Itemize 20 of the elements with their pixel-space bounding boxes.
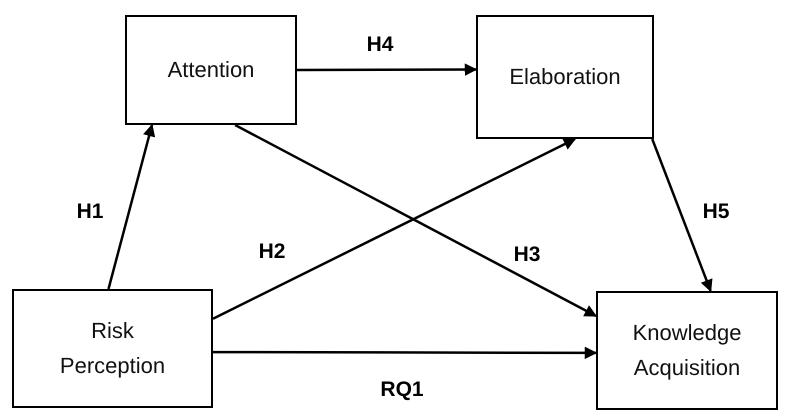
edge-label: H5 [702, 200, 730, 224]
arrow [107, 124, 156, 290]
concept-label: Risk Perception [58, 317, 166, 380]
edge-label: H4 [366, 33, 394, 57]
concept-label: Knowledge Acquisition [632, 319, 742, 382]
arrow [212, 138, 576, 320]
edge-label: H1 [76, 200, 104, 224]
concept-box [596, 291, 778, 410]
arrow [651, 138, 712, 292]
concept-box [125, 15, 297, 125]
concept-box [12, 289, 213, 408]
edge-label: RQ1 [380, 378, 424, 402]
edge-label: H3 [514, 243, 540, 267]
concept-label: Attention [166, 56, 256, 84]
arrow [213, 346, 598, 360]
concept-box [476, 15, 654, 139]
concept-label: Elaboration [508, 62, 622, 91]
edge-label: H2 [258, 240, 286, 264]
arrow [297, 63, 478, 76]
arrow [234, 124, 598, 318]
